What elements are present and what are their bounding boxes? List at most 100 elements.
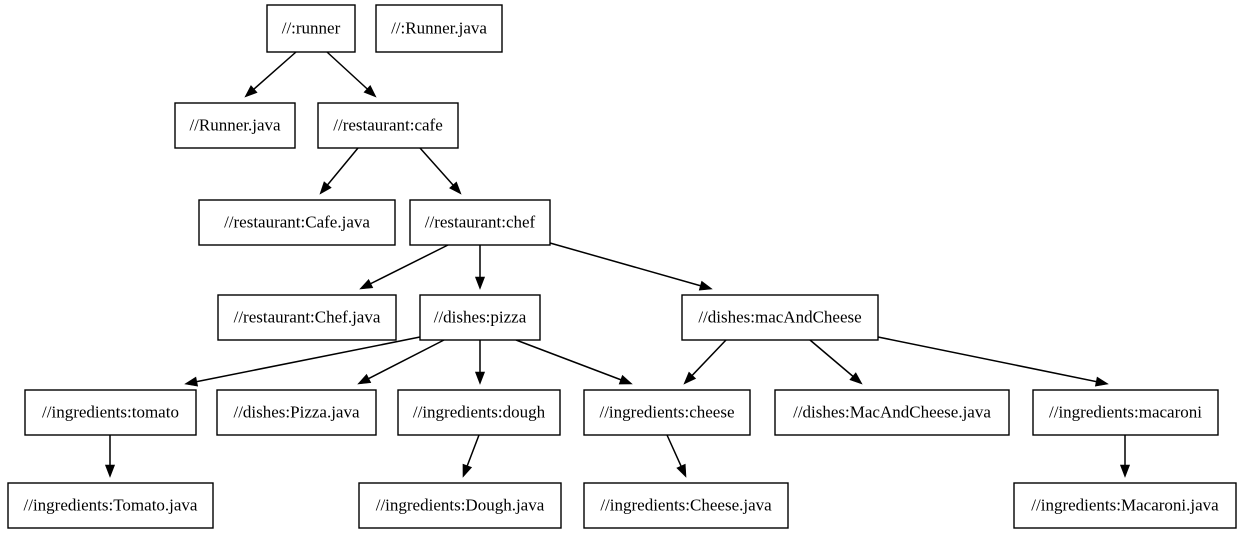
graph-node[interactable]: //ingredients:tomato <box>24 389 197 436</box>
node-box[interactable] <box>419 294 541 341</box>
nodes-layer: //:runner //:Runner.java //Runner.java //re… <box>7 4 1237 529</box>
edge-arrowhead-icon <box>474 276 486 290</box>
graph-edge <box>1119 435 1131 478</box>
edge-arrowhead-icon <box>357 373 372 385</box>
graph-edge <box>359 244 449 290</box>
edge-arrowhead-icon <box>244 85 258 98</box>
edge-line <box>549 242 701 287</box>
graph-node[interactable]: //ingredients:Dough.java <box>358 482 562 529</box>
node-box[interactable] <box>317 102 459 149</box>
graph-node[interactable]: //Runner.java <box>174 102 296 149</box>
graph-edge <box>474 340 486 385</box>
graph-edge <box>809 339 863 385</box>
edge-line <box>327 147 359 186</box>
graph-node[interactable]: //restaurant:cafe <box>317 102 459 149</box>
edge-arrowhead-icon <box>849 372 863 385</box>
node-box[interactable] <box>24 389 197 436</box>
graph-node[interactable]: //ingredients:Cheese.java <box>583 482 789 529</box>
edge-arrowhead-icon <box>363 84 377 98</box>
node-box[interactable] <box>681 294 879 341</box>
node-label: //ingredients:dough <box>413 402 546 421</box>
edge-arrowhead-icon <box>184 376 199 387</box>
node-box[interactable] <box>774 389 1010 436</box>
edge-arrowhead-icon <box>449 181 462 195</box>
graph-edge <box>877 336 1109 387</box>
edge-line <box>370 244 449 285</box>
node-box[interactable] <box>217 294 397 341</box>
node-label: //Runner.java <box>189 115 281 134</box>
node-label: //dishes:Pizza.java <box>233 402 360 421</box>
node-label: //:runner <box>282 18 341 37</box>
graph-edge <box>419 147 462 195</box>
graph-edge <box>515 339 633 385</box>
edge-line <box>196 336 421 383</box>
graph-edge <box>683 339 727 385</box>
node-box[interactable] <box>266 4 356 53</box>
edge-arrowhead-icon <box>1119 464 1131 478</box>
edge-arrowhead-icon <box>462 463 473 478</box>
node-label: //:Runner.java <box>391 18 487 37</box>
graph-edge <box>474 245 486 290</box>
edge-line <box>515 339 622 381</box>
graph-node[interactable]: //restaurant:Chef.java <box>217 294 397 341</box>
node-label: //ingredients:cheese <box>599 402 734 421</box>
edge-arrowhead-icon <box>1094 376 1109 387</box>
graph-edge <box>357 339 445 385</box>
edge-arrowhead-icon <box>683 371 697 385</box>
edge-line <box>666 434 682 467</box>
graph-node[interactable]: //ingredients:macaroni <box>1032 389 1219 436</box>
graph-node[interactable]: //:runner <box>266 4 356 53</box>
node-label: //ingredients:macaroni <box>1049 402 1202 421</box>
edge-arrowhead-icon <box>698 280 713 291</box>
node-label: //dishes:pizza <box>434 307 527 326</box>
graph-node[interactable]: //dishes:Pizza.java <box>216 389 377 436</box>
node-label: //restaurant:chef <box>425 212 536 231</box>
graph-node[interactable]: //restaurant:chef <box>409 199 551 246</box>
node-label: //ingredients:Tomato.java <box>24 495 198 514</box>
graph-node[interactable]: //ingredients:Macaroni.java <box>1013 482 1237 529</box>
node-box[interactable] <box>7 482 214 529</box>
node-box[interactable] <box>375 4 503 53</box>
graph-edge <box>666 434 687 478</box>
edge-line <box>253 51 297 90</box>
node-label: //dishes:MacAndCheese.java <box>793 402 991 421</box>
node-box[interactable] <box>1013 482 1237 529</box>
edge-arrowhead-icon <box>319 181 332 195</box>
graph-node[interactable]: //ingredients:Tomato.java <box>7 482 214 529</box>
node-label: //ingredients:Dough.java <box>376 495 545 514</box>
graph-node[interactable]: //ingredients:dough <box>397 389 561 436</box>
edge-line <box>809 339 854 377</box>
node-box[interactable] <box>583 482 789 529</box>
node-box[interactable] <box>216 389 377 436</box>
node-box[interactable] <box>198 199 396 246</box>
graph-edge <box>244 51 297 98</box>
graph-edge <box>549 242 713 291</box>
node-label: //dishes:macAndCheese <box>698 307 861 326</box>
edges-layer <box>104 51 1131 478</box>
edge-arrowhead-icon <box>474 371 486 385</box>
edge-line <box>326 51 368 90</box>
graph-node[interactable]: //restaurant:Cafe.java <box>198 199 396 246</box>
graph-node[interactable]: //ingredients:cheese <box>583 389 751 436</box>
graph-edge <box>184 336 421 387</box>
node-box[interactable] <box>1032 389 1219 436</box>
edge-line <box>466 434 480 467</box>
graph-node[interactable]: //dishes:macAndCheese <box>681 294 879 341</box>
node-box[interactable] <box>409 199 551 246</box>
node-label: //restaurant:Cafe.java <box>224 212 370 231</box>
node-box[interactable] <box>174 102 296 149</box>
graph-node[interactable]: //dishes:MacAndCheese.java <box>774 389 1010 436</box>
graph-node[interactable]: //dishes:pizza <box>419 294 541 341</box>
edge-line <box>691 339 727 376</box>
node-label: //restaurant:Chef.java <box>234 307 381 326</box>
node-label: //ingredients:tomato <box>42 402 179 421</box>
graph-node[interactable]: //:Runner.java <box>375 4 503 53</box>
graph-edge <box>326 51 377 98</box>
node-box[interactable] <box>358 482 562 529</box>
node-box[interactable] <box>397 389 561 436</box>
edge-arrowhead-icon <box>676 463 687 478</box>
graph-edge <box>462 434 480 478</box>
node-box[interactable] <box>583 389 751 436</box>
